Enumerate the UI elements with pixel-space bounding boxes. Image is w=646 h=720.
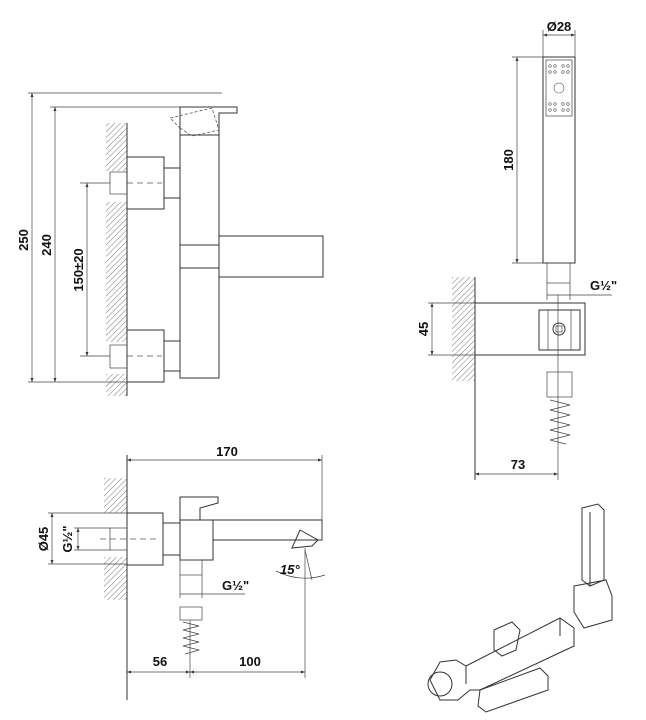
hand-shower-view: Ø28 180 G½" 45 73: [416, 19, 617, 480]
dim-length: 180: [501, 149, 516, 171]
mixer-body: [179, 134, 220, 379]
wall-hatch: [106, 123, 127, 171]
mixer-body-top: [179, 519, 214, 561]
wall-hatch: [106, 202, 127, 342]
dim-height: 240: [39, 234, 54, 256]
dim-diameter: Ø28: [547, 19, 572, 34]
dim-outlet-to-spout: 100: [239, 654, 261, 669]
dim-length: 170: [216, 444, 238, 459]
wall-hatch: [104, 557, 127, 600]
dim-spout-angle: 15°: [280, 562, 300, 577]
dim-outlet-offset: 56: [153, 654, 167, 669]
dim-thread: G½": [590, 278, 617, 293]
dim-holder-depth: 73: [511, 457, 525, 472]
shower-holder: [474, 302, 586, 356]
top-view: 170 Ø45 G½" G½" 15° 56 100: [36, 444, 326, 700]
dim-inlet-thread: G½": [60, 525, 75, 552]
dim-inlet-spacing: 150±20: [71, 248, 86, 291]
wall-hatch: [104, 478, 127, 513]
wall-hatch: [106, 374, 127, 396]
wall-hatch: [452, 277, 475, 381]
lever: [179, 106, 238, 135]
hose-nut: [179, 606, 203, 621]
isometric-view: [427, 503, 613, 713]
spout: [218, 235, 324, 278]
spout-top: [212, 519, 323, 541]
inlet-thread-lower: [109, 344, 128, 369]
shower-head: [545, 59, 573, 117]
dim-total-height: 250: [16, 229, 31, 251]
dim-outlet-thread: G½": [222, 578, 249, 593]
dim-flange-diameter: Ø45: [36, 527, 51, 552]
inlet-thread-upper: [109, 171, 128, 195]
hand-shower: [542, 56, 576, 264]
front-view: 250 240 150±20: [16, 92, 324, 396]
dim-holder-height: 45: [416, 322, 431, 336]
